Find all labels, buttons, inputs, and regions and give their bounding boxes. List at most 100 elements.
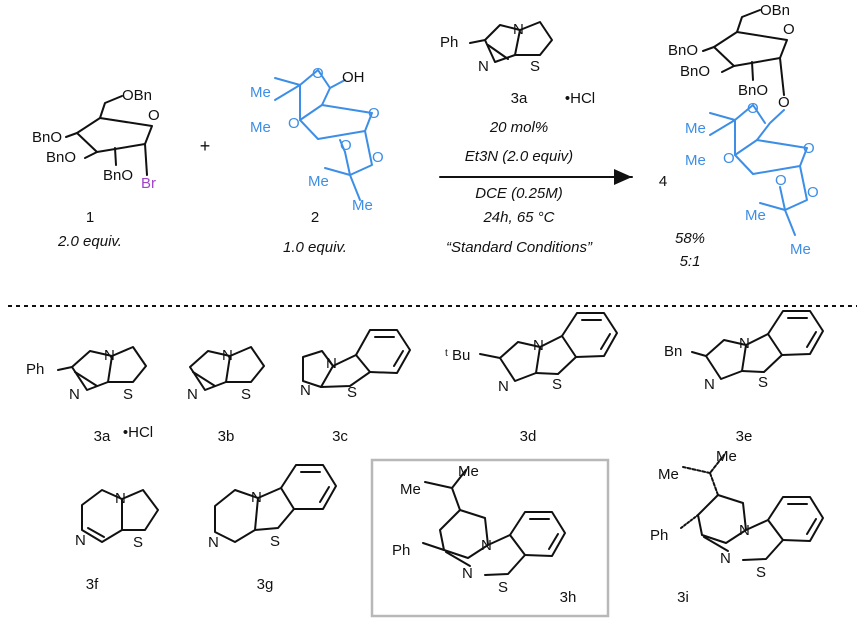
catalyst-3b-sulfur: S xyxy=(241,386,251,403)
catalyst-3d-label: 3d xyxy=(520,428,537,445)
catalyst-3g-n1: N xyxy=(251,489,262,506)
plus-sign: + xyxy=(200,136,211,156)
compound-1-structure: O OBn BnO BnO BnO Br xyxy=(32,87,160,192)
compound-1-bno-3: BnO xyxy=(46,149,76,166)
catalyst-3c-n2: N xyxy=(300,382,311,399)
product-4-ring-oxygen-b: O xyxy=(803,140,815,157)
catalyst-3c-n1: N xyxy=(326,355,337,372)
catalyst-3a-label: 3a xyxy=(94,428,111,445)
catalyst-3a-n1: N xyxy=(104,347,115,364)
catalyst-3h-n2: N xyxy=(462,565,473,582)
compound-1-bno-4: BnO xyxy=(32,129,62,146)
product-4-linking-oxygen: O xyxy=(778,94,790,111)
catalyst-3i-me-2: Me xyxy=(658,466,679,483)
catalyst-3e-structure: Bn N N S xyxy=(664,310,824,393)
catalyst-3e-n2: N xyxy=(704,376,715,393)
compound-2-oxygen-c: O xyxy=(340,137,352,154)
catalyst-3a-top-phenyl: Ph xyxy=(440,34,458,51)
catalyst-3h-me-1: Me xyxy=(458,463,479,480)
catalyst-3h-sulfur: S xyxy=(498,579,508,596)
catalyst-3i-sulfur: S xyxy=(756,564,766,581)
catalyst-3c-sulfur: S xyxy=(347,384,357,401)
catalyst-3h-label: 3h xyxy=(560,589,577,606)
compound-2-oxygen-d: O xyxy=(372,149,384,166)
catalyst-3a-n2: N xyxy=(69,386,80,403)
product-4-me-2: Me xyxy=(685,152,706,169)
catalyst-3g-structure: N N S xyxy=(208,464,337,551)
catalyst-3b-label: 3b xyxy=(218,428,235,445)
catalyst-3d-n1: N xyxy=(533,337,544,354)
product-4-ring-oxygen: O xyxy=(783,21,795,38)
catalyst-3i-label: 3i xyxy=(677,589,689,606)
compound-2-equiv: 1.0 equiv. xyxy=(283,239,347,256)
condition-base: Et3N (2.0 equiv) xyxy=(465,148,573,165)
catalyst-3a-top-n2: N xyxy=(478,58,489,75)
catalyst-3a-phenyl: Ph xyxy=(26,361,44,378)
catalyst-3d-sulfur: S xyxy=(552,376,562,393)
catalyst-3f-structure: N N S xyxy=(75,489,159,551)
catalyst-3a-salt: •HCl xyxy=(123,424,153,441)
compound-2-oxygen-a: O xyxy=(312,65,324,82)
catalyst-3g-sulfur: S xyxy=(270,533,280,550)
catalyst-3g-label: 3g xyxy=(257,576,274,593)
catalyst-3i-n1: N xyxy=(739,522,750,539)
catalyst-3h-structure: Me Me Ph N N S xyxy=(392,463,566,596)
catalyst-3e-label: 3e xyxy=(736,428,753,445)
catalyst-3a-top-structure: Ph N N S xyxy=(440,21,553,75)
catalyst-3c-label: 3c xyxy=(332,428,348,445)
product-4-me-3: Me xyxy=(745,207,766,224)
catalyst-3e-benzyl: Bn xyxy=(664,343,682,360)
catalyst-3i-structure: Me Me Ph N N S xyxy=(650,448,824,581)
catalyst-3d-structure: t Bu N N S xyxy=(445,312,618,395)
compound-2-ring-oxygen: O xyxy=(368,105,380,122)
compound-1-bno-2: BnO xyxy=(103,167,133,184)
product-yield: 58% xyxy=(675,230,705,247)
product-4-label: 4 xyxy=(659,173,667,190)
catalyst-3d-n2: N xyxy=(498,378,509,395)
product-4-structure: O OBn BnO BnO BnO O O O O O O Me Me Me M… xyxy=(668,2,819,258)
catalyst-3a-top-salt: •HCl xyxy=(565,90,595,107)
catalyst-3i-me-1: Me xyxy=(716,448,737,465)
product-4-obn: OBn xyxy=(760,2,790,19)
product-4-oxygen-c: O xyxy=(775,172,787,189)
catalyst-3h-phenyl: Ph xyxy=(392,542,410,559)
product-4-oxygen-b: O xyxy=(723,150,735,167)
product-4-me-1: Me xyxy=(685,120,706,137)
compound-2-me-3: Me xyxy=(308,173,329,190)
product-4-oxygen-d: O xyxy=(807,184,819,201)
catalyst-3f-label: 3f xyxy=(86,576,99,593)
catalyst-3h-me-2: Me xyxy=(400,481,421,498)
product-4-bno-2: BnO xyxy=(738,82,768,99)
compound-1-equiv: 2.0 equiv. xyxy=(57,233,122,250)
catalyst-3d-tbu-prefix: t xyxy=(445,348,448,359)
catalyst-3f-sulfur: S xyxy=(133,534,143,551)
product-4-oxygen-a: O xyxy=(747,100,759,117)
catalyst-3h-n1: N xyxy=(481,537,492,554)
condition-solvent: DCE (0.25M) xyxy=(475,185,563,202)
catalyst-3a-top-n1: N xyxy=(513,21,524,38)
catalyst-3i-n2: N xyxy=(720,550,731,567)
compound-1-obn: OBn xyxy=(122,87,152,104)
compound-2-me-2: Me xyxy=(250,119,271,136)
catalyst-3a-sulfur: S xyxy=(123,386,133,403)
compound-2-me-1: Me xyxy=(250,84,271,101)
catalyst-3d-tbu: Bu xyxy=(452,347,470,364)
product-4-bno-4: BnO xyxy=(668,42,698,59)
catalyst-3b-n1: N xyxy=(222,347,233,364)
condition-standard: “Standard Conditions” xyxy=(446,239,593,256)
catalyst-3f-n1: N xyxy=(115,490,126,507)
catalyst-3a-structure: Ph N N S xyxy=(26,346,147,403)
product-4-me-4: Me xyxy=(790,241,811,258)
compound-2-label: 2 xyxy=(311,209,319,226)
compound-1-ring-oxygen: O xyxy=(148,107,160,124)
catalyst-3e-sulfur: S xyxy=(758,374,768,391)
condition-time-temperature: 24h, 65 °C xyxy=(482,209,554,226)
compound-2-oxygen-b: O xyxy=(288,115,300,132)
catalyst-loading: 20 mol% xyxy=(489,119,548,136)
catalyst-3a-top-label: 3a xyxy=(511,90,528,107)
catalyst-3c-structure: N N S xyxy=(300,329,411,401)
compound-2-hydroxyl: OH xyxy=(342,69,365,86)
catalyst-3a-top-sulfur: S xyxy=(530,58,540,75)
compound-1-label: 1 xyxy=(86,209,94,226)
